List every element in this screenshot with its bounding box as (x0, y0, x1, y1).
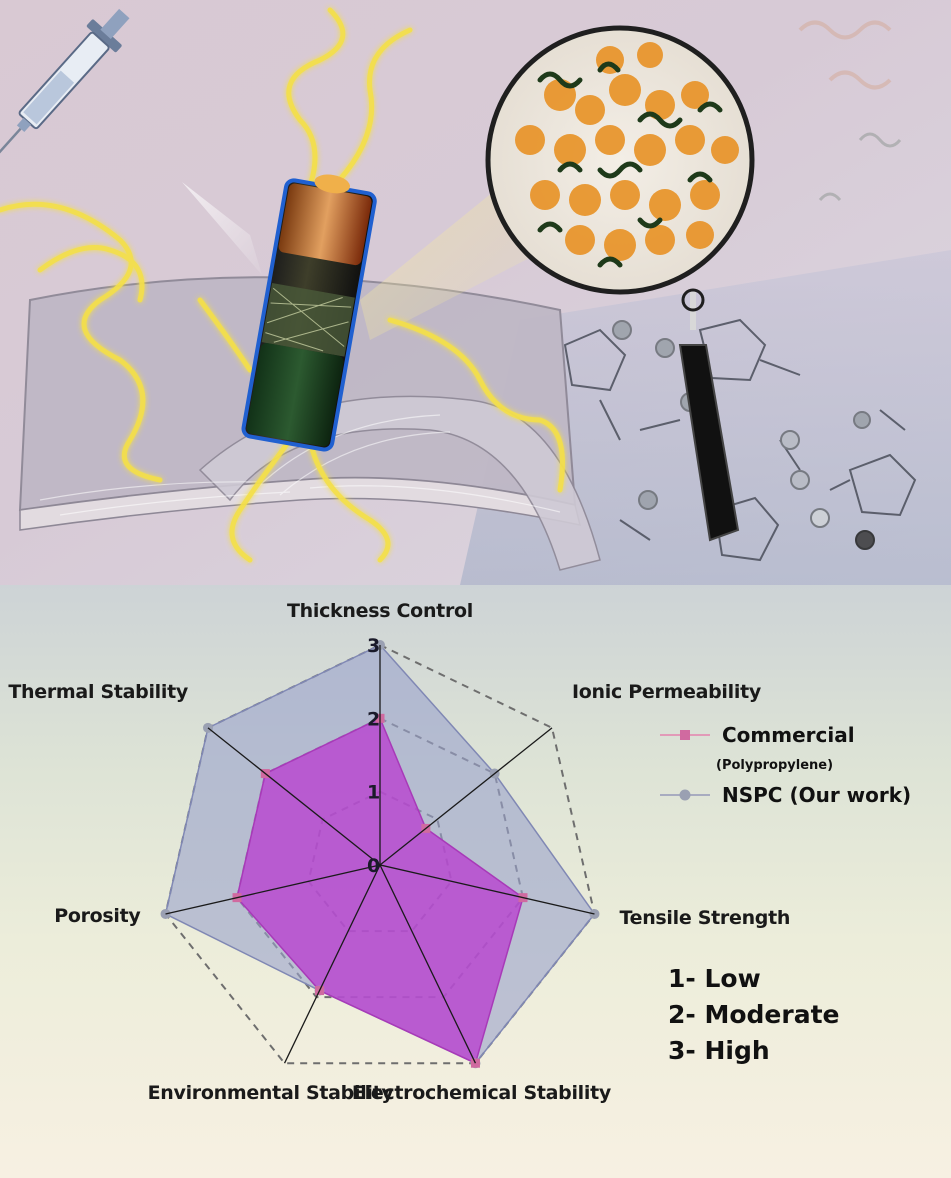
scale-key-item: 2- Moderate (668, 1000, 839, 1029)
axis-label: Tensile Strength (619, 907, 790, 929)
legend-label: Commercial (722, 723, 855, 747)
scale-key-item: 3- High (668, 1036, 770, 1065)
axis-line (165, 864, 381, 915)
radar-axes (165, 645, 595, 1064)
axis-label: Ionic Permeability (572, 681, 762, 703)
tick-label: 1 (367, 782, 380, 804)
axis-line (207, 727, 381, 866)
graphical-abstract-illustration (0, 0, 951, 585)
axis-label: Environmental Stability (148, 1082, 395, 1104)
legend-marker-square (680, 730, 690, 740)
legend-label: NSPC (Our work) (722, 783, 911, 807)
axis-line (379, 864, 477, 1064)
axis-label: Electrochemical Stability (352, 1082, 612, 1104)
axis-line (379, 727, 553, 866)
legend-marker-circle (679, 789, 691, 801)
axis-line (283, 864, 381, 1064)
radar-ticks: 0 1 2 3 (367, 635, 380, 877)
tick-label: 0 (367, 855, 380, 877)
magnifying-glass-icon (485, 25, 755, 542)
battery-icon (241, 174, 377, 452)
syringe-icon (0, 8, 130, 182)
axis-line (379, 864, 595, 915)
grid-ring-3 (164, 643, 596, 1065)
axis-label: Porosity (54, 905, 141, 927)
molecular-structure-icon (563, 318, 917, 562)
legend-sublabel: (Polypropylene) (716, 758, 833, 773)
tick-label: 2 (367, 708, 380, 730)
scale-key: 1- Low 2- Moderate 3- High (668, 964, 839, 1065)
axis-label: Thermal Stability (8, 681, 188, 703)
scale-key-item: 1- Low (668, 964, 761, 993)
legend: Commercial (Polypropylene) NSPC (Our work) (660, 723, 911, 807)
commercial-series-area (236, 717, 524, 1065)
axis-label: Thickness Control (287, 600, 473, 622)
tick-label: 3 (367, 635, 380, 657)
